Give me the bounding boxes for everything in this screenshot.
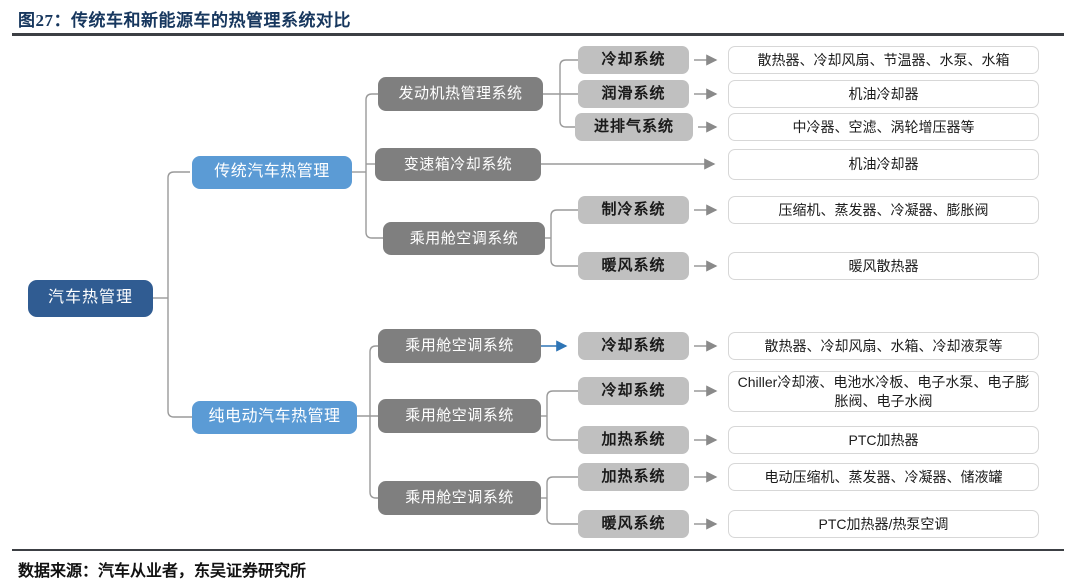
node-traditional-branch: 传统汽车热管理 bbox=[192, 156, 352, 189]
leaf-engine-lubrication-components: 机油冷却器 bbox=[728, 80, 1039, 108]
leaf-gearbox-components: 机油冷却器 bbox=[728, 149, 1039, 180]
page-title: 图27：传统车和新能源车的热管理系统对比 bbox=[18, 11, 351, 30]
leaf-ev-heating-2-components: 电动压缩机、蒸发器、冷凝器、储液罐 bbox=[728, 463, 1039, 491]
sys-refrigeration: 制冷系统 bbox=[578, 196, 689, 224]
source-text: 数据来源：汽车从业者，东吴证券研究所 bbox=[18, 563, 307, 580]
node-root-auto-thermal: 汽车热管理 bbox=[28, 280, 153, 317]
source-divider-rule bbox=[12, 549, 1064, 551]
sys-ev-cooling-2: 冷却系统 bbox=[578, 377, 689, 405]
node-electric-branch: 纯电动汽车热管理 bbox=[192, 401, 357, 434]
leaf-ev-heating-1-components: PTC加热器 bbox=[728, 426, 1039, 454]
sys-engine-intake-exhaust: 进排气系统 bbox=[575, 113, 693, 141]
sys-engine-cooling: 冷却系统 bbox=[578, 46, 689, 74]
leaf-ev-cooling-1-components: 散热器、冷却风扇、水箱、冷却液泵等 bbox=[728, 332, 1039, 360]
node-ev-group1-system: 乘用舱空调系统 bbox=[378, 329, 541, 363]
leaf-engine-cooling-components: 散热器、冷却风扇、节温器、水泵、水箱 bbox=[728, 46, 1039, 74]
title-divider-rule bbox=[12, 33, 1064, 36]
node-ev-group2-system: 乘用舱空调系统 bbox=[378, 399, 541, 433]
node-ev-group3-system: 乘用舱空调系统 bbox=[378, 481, 541, 515]
sys-engine-lubrication: 润滑系统 bbox=[578, 80, 689, 108]
leaf-trad-warm-air-components: 暖风散热器 bbox=[728, 252, 1039, 280]
leaf-ev-cooling-2-components: Chiller冷却液、电池水冷板、电子水泵、电子膨胀阀、电子水阀 bbox=[728, 371, 1039, 412]
node-trad-cabin-ac-system: 乘用舱空调系统 bbox=[383, 222, 545, 255]
sys-ev-cooling-1: 冷却系统 bbox=[578, 332, 689, 360]
sys-ev-heating-2: 加热系统 bbox=[578, 463, 689, 491]
sys-trad-warm-air: 暖风系统 bbox=[578, 252, 689, 280]
sys-ev-warm-air: 暖风系统 bbox=[578, 510, 689, 538]
node-engine-thermal-system: 发动机热管理系统 bbox=[378, 77, 543, 111]
leaf-refrigeration-components: 压缩机、蒸发器、冷凝器、膨胀阀 bbox=[728, 196, 1039, 224]
leaf-engine-intake-exhaust-components: 中冷器、空滤、涡轮增压器等 bbox=[728, 113, 1039, 141]
leaf-ev-warm-air-components: PTC加热器/热泵空调 bbox=[728, 510, 1039, 538]
node-gearbox-cooling-system: 变速箱冷却系统 bbox=[375, 148, 541, 181]
sys-ev-heating-1: 加热系统 bbox=[578, 426, 689, 454]
